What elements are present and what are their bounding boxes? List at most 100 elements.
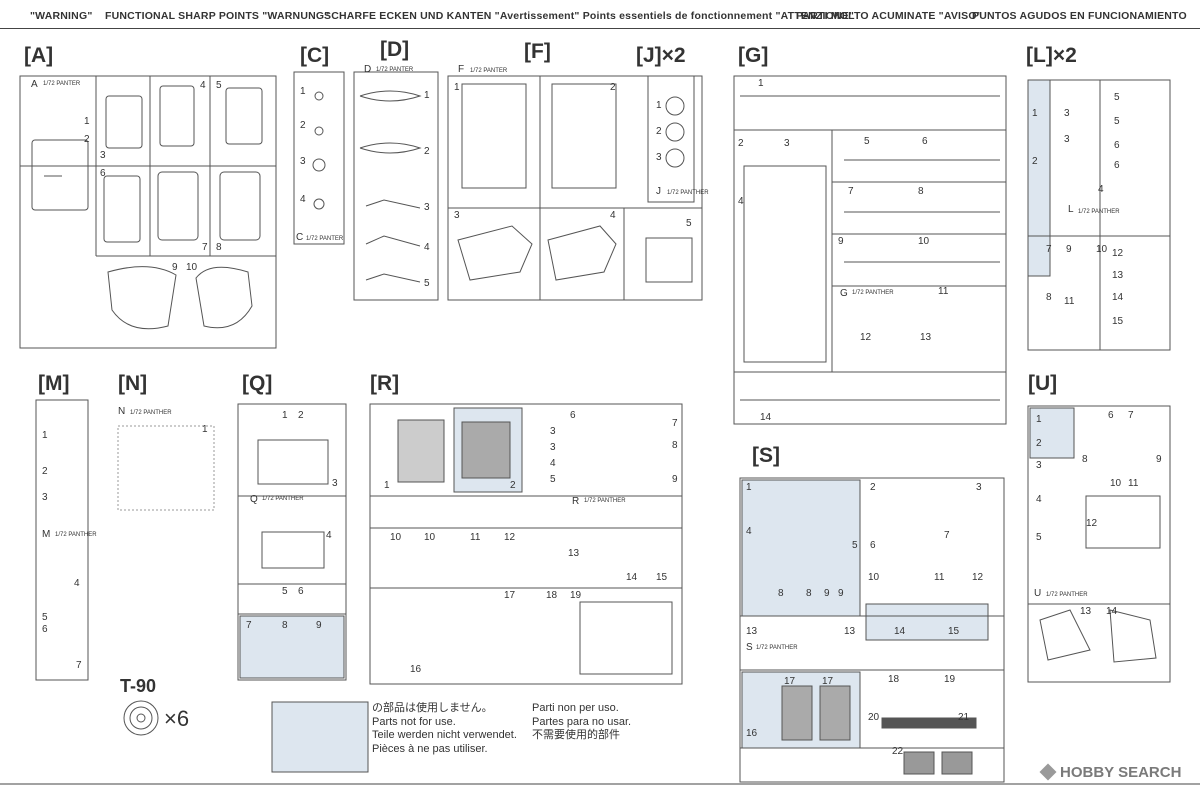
sprue-tag-l: L — [1068, 204, 1074, 215]
part-number: 1 — [656, 100, 662, 111]
sprue-tag-m: M — [42, 529, 51, 540]
part-number: 11 — [938, 286, 949, 297]
sprue-tag-s: S — [746, 642, 753, 653]
sprue-label-s: [S] — [752, 444, 780, 467]
part-number: 10 — [1096, 244, 1108, 255]
scale-tag: 1/72 PANTHER — [55, 532, 97, 538]
part-number: 3 — [656, 152, 662, 163]
sprue-label-q: [Q] — [242, 372, 273, 395]
warning-text: "WARNING" — [30, 10, 93, 22]
part-number: 7 — [1128, 410, 1134, 421]
part-number: 4 — [1098, 184, 1104, 195]
part-number: 2 — [510, 480, 516, 491]
part-number: 6 — [1108, 410, 1114, 421]
not-used-legend-left: の部品は使用しません。 Parts not for use. Teile wer… — [372, 702, 517, 756]
part-number: 1 — [384, 480, 390, 491]
part-number: 8 — [918, 186, 924, 197]
part-number: 12 — [860, 332, 872, 343]
part-number: 11 — [1064, 296, 1075, 307]
part-number: 3 — [550, 442, 556, 453]
sprue-f-frame — [447, 75, 703, 301]
part-number: 2 — [298, 410, 304, 421]
sprue-j-frame — [647, 75, 695, 203]
part-number: 2 — [84, 134, 90, 145]
part-number: 12 — [1086, 518, 1098, 529]
part-number: 10 — [918, 236, 930, 247]
sprue-u-frame — [1027, 405, 1171, 683]
part-number: 17 — [784, 676, 796, 687]
sprue-label-g: [G] — [738, 44, 769, 67]
part-number: 7 — [246, 620, 252, 631]
sprue-label-c: [C] — [300, 44, 330, 67]
part-number: 7 — [76, 660, 82, 671]
part-number: 13 — [1112, 270, 1124, 281]
sprue-tag-a: A — [31, 79, 38, 90]
part-number: 1 — [300, 86, 306, 97]
part-number: 15 — [1112, 316, 1124, 327]
sprue-tag-j: J — [656, 186, 661, 197]
sprue-label-u: [U] — [1028, 372, 1058, 395]
sprue-m-frame — [35, 399, 89, 681]
scale-tag: 1/72 PANTHER — [1046, 592, 1088, 598]
part-number: 6 — [922, 136, 928, 147]
sprue-tag-u: U — [1034, 588, 1042, 599]
part-number: 9 — [672, 474, 678, 485]
part-number: 20 — [868, 712, 880, 723]
part-number: 19 — [570, 590, 582, 601]
part-number: 9 — [1066, 244, 1072, 255]
part-number: 1 — [202, 424, 208, 435]
part-number: 10 — [1110, 478, 1122, 489]
part-number: 2 — [738, 138, 744, 149]
part-number: 4 — [738, 196, 744, 207]
warning-text: PUNTOS AGUDOS EN FUNCIONAMIENTO — [972, 10, 1187, 22]
sprue-tag-d: D — [364, 64, 372, 75]
part-number: 5 — [1114, 92, 1120, 103]
part-number: 14 — [1106, 606, 1118, 617]
watermark-text: HOBBY SEARCH — [1060, 764, 1182, 781]
part-number: 11 — [470, 532, 481, 543]
part-number: 6 — [570, 410, 576, 421]
sprue-a-frame — [19, 75, 277, 349]
part-number: 2 — [300, 120, 306, 131]
part-number: 3 — [1064, 108, 1070, 119]
scale-tag: 1/72 PANTER — [376, 67, 414, 73]
part-number: 8 — [778, 588, 784, 599]
not-used-line: Pièces à ne pas utiliser. — [372, 742, 488, 755]
part-number: 12 — [504, 532, 516, 543]
part-number: 1 — [282, 410, 288, 421]
not-used-line: 不需要使用的部件 — [532, 729, 620, 742]
sprue-g-frame — [733, 75, 1007, 425]
part-number: 19 — [944, 674, 956, 685]
part-number: 13 — [920, 332, 932, 343]
part-number: 11 — [1128, 478, 1139, 489]
not-used-line: Parts not for use. — [372, 715, 456, 728]
part-number: 1 — [424, 90, 430, 101]
part-number: 1 — [746, 482, 752, 493]
not-used-line: Parti non per uso. — [532, 702, 619, 714]
part-number: 1 — [758, 78, 764, 89]
sprue-n-art — [117, 425, 215, 511]
not-used-sample — [271, 701, 369, 773]
part-number: 4 — [550, 458, 556, 469]
part-number: 1 — [1036, 414, 1042, 425]
sprue-label-r: [R] — [370, 372, 400, 395]
part-number: 8 — [672, 440, 678, 451]
part-number: 2 — [42, 466, 48, 477]
sprue-tag-n: N — [118, 406, 126, 417]
part-number: 3 — [454, 210, 460, 221]
part-number: 7 — [202, 242, 208, 253]
part-number: 5 — [42, 612, 48, 623]
part-number: 7 — [944, 530, 950, 541]
part-number: 8 — [216, 242, 222, 253]
scale-tag: 1/72 PANTER — [306, 236, 344, 242]
part-number: 18 — [546, 590, 558, 601]
part-number: 2 — [1032, 156, 1038, 167]
sprue-s-frame — [739, 477, 1005, 783]
part-number: 5 — [550, 474, 556, 485]
part-number: 9 — [824, 588, 830, 599]
wheel-art — [123, 700, 159, 736]
warning-text: PARTI MOLTO ACUMINATE "AVISO" — [796, 10, 982, 22]
watermark: HOBBY SEARCH — [1039, 763, 1182, 781]
sprue-q-frame — [237, 403, 347, 681]
